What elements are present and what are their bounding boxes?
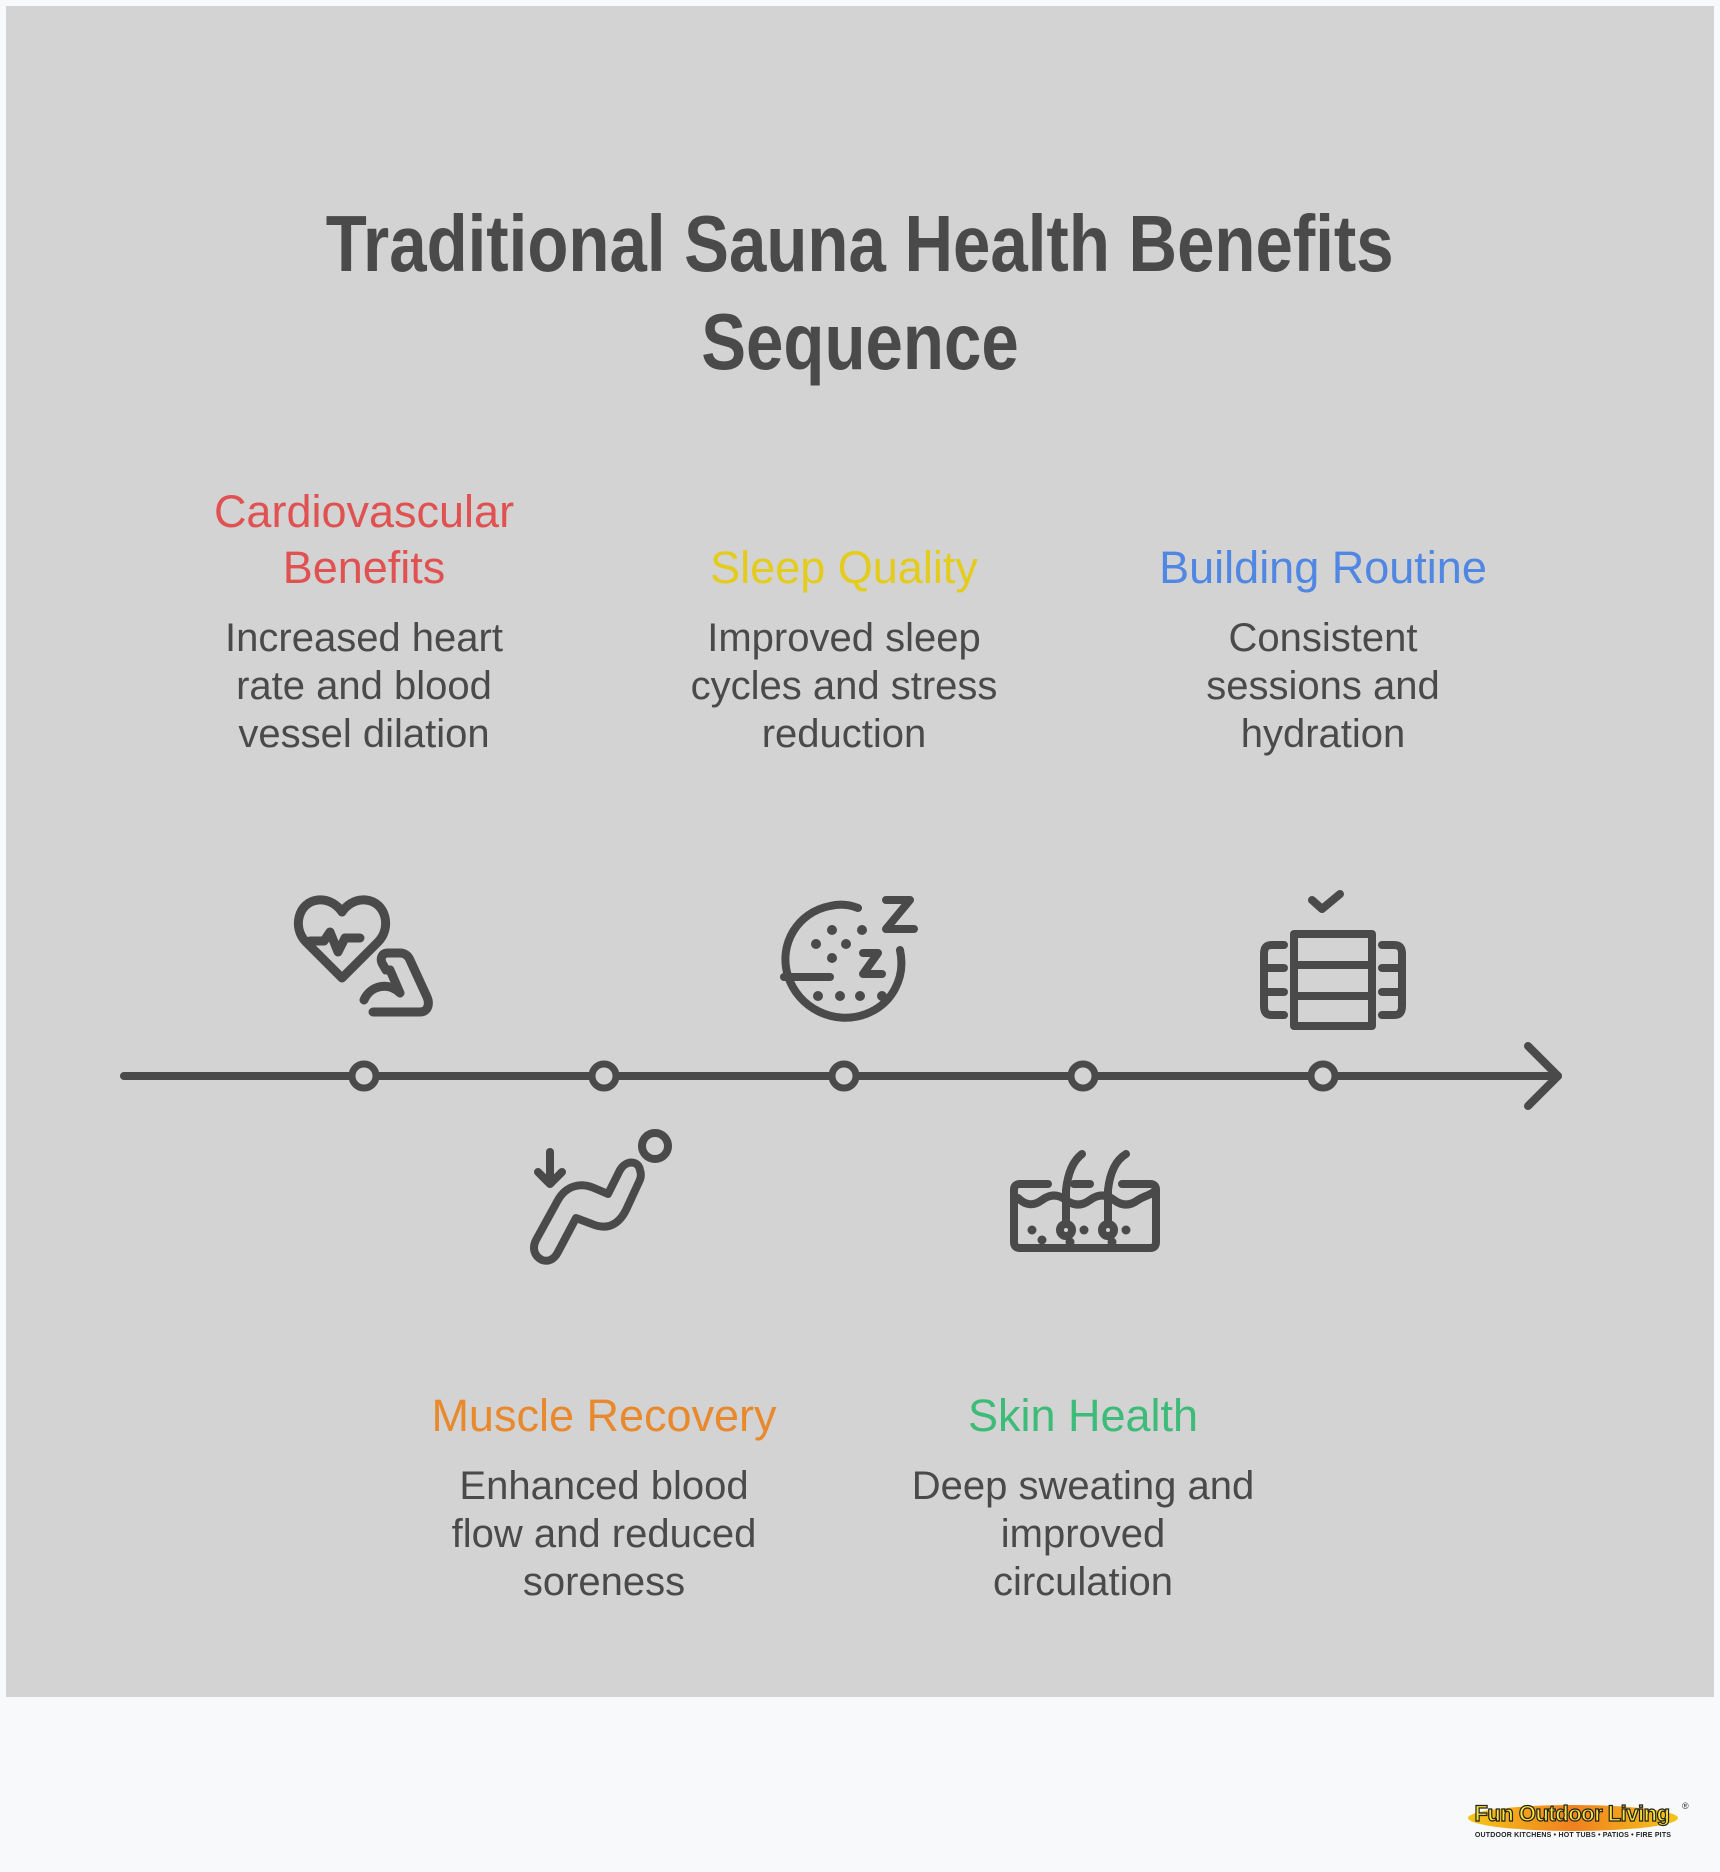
step-description-cardiovascular: Increased heart rate and blood vessel di… (225, 616, 503, 756)
step-title-muscle-recovery: Muscle Recovery (431, 1390, 777, 1441)
heart-pulse-muscle-icon (293, 895, 433, 1017)
step-title-building-routine: Building Routine (1159, 542, 1487, 593)
fun-outdoor-living-logo[interactable]: Fun Outdoor Living ® OUTDOOR KITCHENS • … (1466, 1800, 1694, 1845)
step-description-sleep-quality: Improved sleep cycles and stress reducti… (690, 616, 998, 756)
infographic-panel (6, 6, 1714, 1697)
page-title-line-2: Sequence (0, 294, 1720, 390)
step-sleep-quality: Sleep Quality Improved sleep cycles and … (634, 540, 1054, 758)
sleep-zz-icon (780, 896, 918, 1022)
step-description-muscle-recovery: Enhanced blood flow and reduced soreness (451, 1464, 757, 1604)
step-title-skin-health: Skin Health (967, 1390, 1199, 1441)
stacked-routine-check-icon (1260, 890, 1406, 1030)
step-description-skin-health: Deep sweating and improved circulation (911, 1464, 1255, 1604)
title-text-2: Sequence (701, 297, 1019, 386)
title-text-1: Traditional Sauna Health Benefits (326, 199, 1394, 288)
page-title-line-1: Traditional Sauna Health Benefits (0, 196, 1720, 292)
step-description-building-routine: Consistent sessions and hydration (1206, 616, 1440, 756)
logo-swoosh (1468, 1805, 1678, 1831)
step-muscle-recovery: Muscle Recovery Enhanced blood flow and … (394, 1388, 814, 1606)
logo-tagline: OUTDOOR KITCHENS • HOT TUBS • PATIOS • F… (1474, 1832, 1672, 1839)
logo-brand: Fun Outdoor Living (1474, 1800, 1671, 1826)
logo-registered-mark: ® (1682, 1801, 1689, 1811)
skin-layers-icon (1010, 1150, 1160, 1252)
step-title-sleep-quality: Sleep Quality (710, 542, 978, 593)
step-skin-health: Skin Health Deep sweating and improved c… (873, 1388, 1293, 1606)
step-building-routine: Building Routine Consistent sessions and… (1113, 540, 1533, 758)
reclining-body-icon (530, 1129, 672, 1265)
